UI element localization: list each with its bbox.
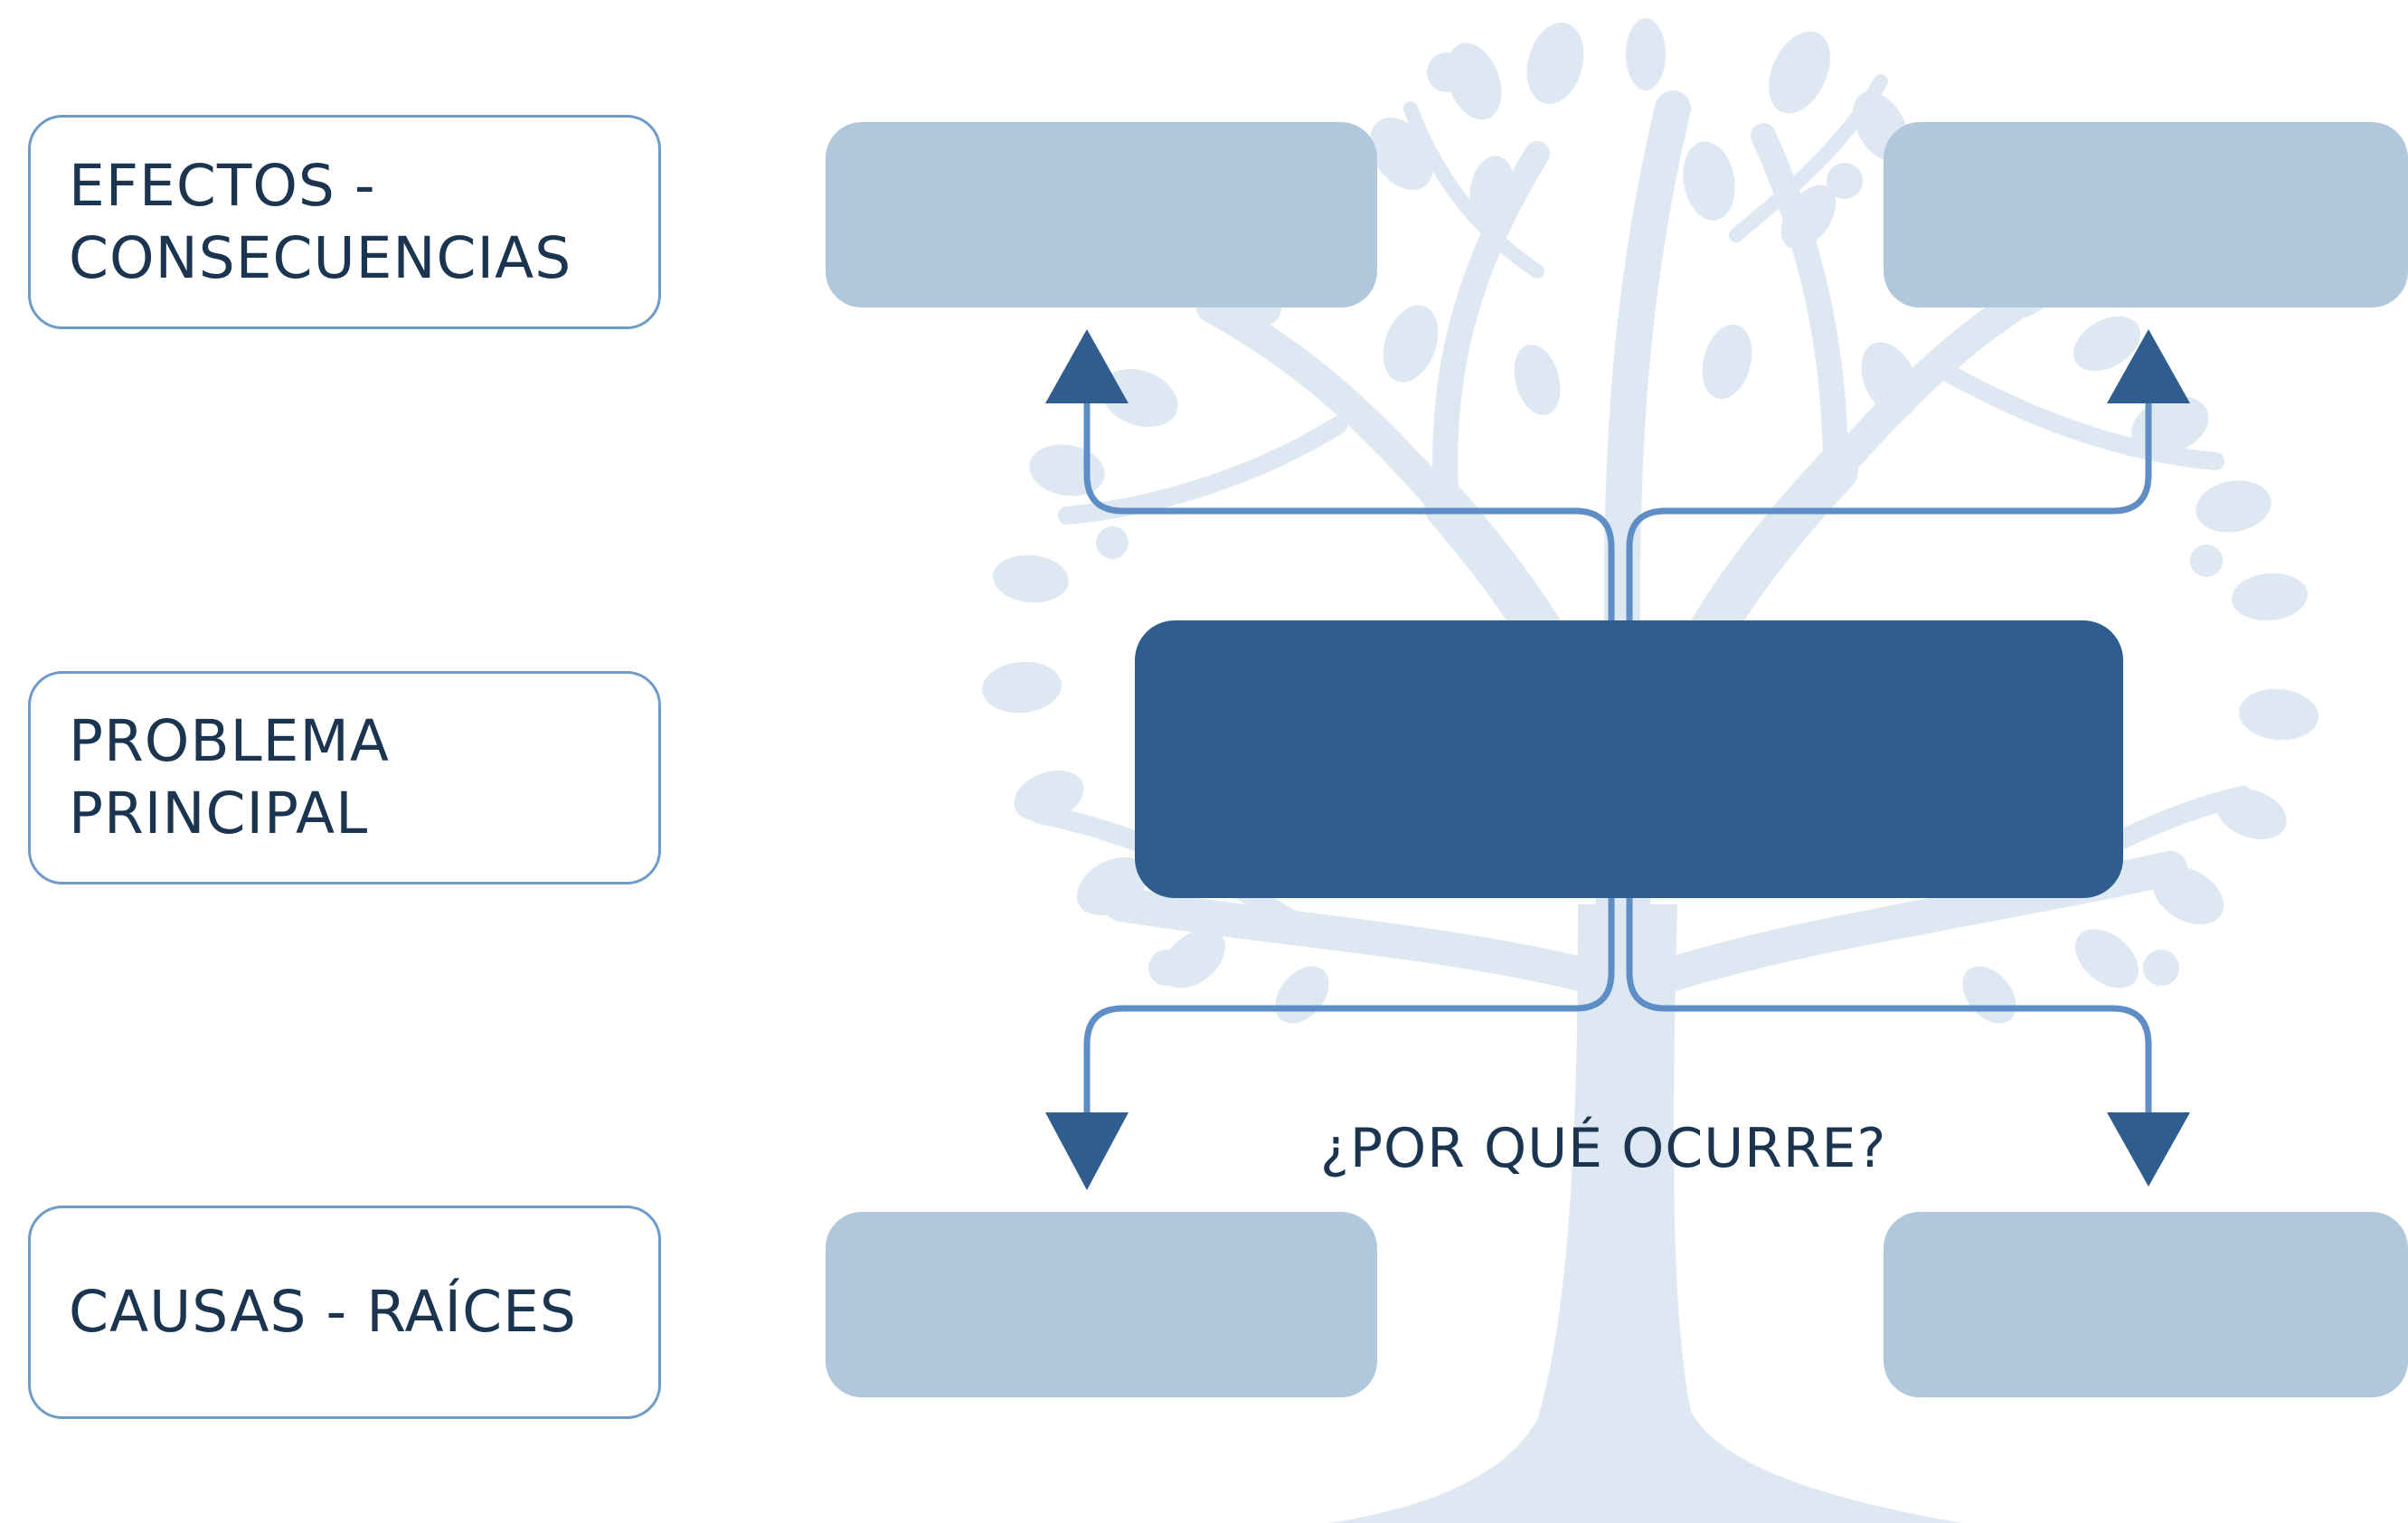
label-effects: EFECTOS - CONSECUENCIAS bbox=[28, 115, 661, 329]
connector-effect-left bbox=[1083, 398, 1615, 624]
arrowhead-down-right bbox=[2107, 1112, 2190, 1187]
label-causes-line1: CAUSAS - RAÍCES bbox=[69, 1279, 577, 1345]
connector-cause-left bbox=[1083, 895, 1615, 1117]
arrowhead-up-left bbox=[1045, 329, 1128, 403]
label-problem-line2: PRINCIPAL bbox=[69, 780, 369, 847]
label-causes: CAUSAS - RAÍCES bbox=[28, 1206, 661, 1419]
label-problem-line1: PROBLEMA bbox=[69, 708, 390, 774]
label-effects-line1: EFECTOS - bbox=[69, 152, 376, 219]
cause-box-right[interactable] bbox=[1884, 1212, 2408, 1397]
connector-cause-right bbox=[1626, 895, 2152, 1117]
effect-box-right[interactable] bbox=[1884, 122, 2408, 307]
arrowhead-up-right bbox=[2107, 329, 2190, 403]
arrowhead-down-left bbox=[1045, 1112, 1128, 1190]
connector-effect-right bbox=[1626, 398, 2152, 624]
label-problem: PROBLEMA PRINCIPAL bbox=[28, 671, 661, 884]
effect-box-left[interactable] bbox=[826, 122, 1377, 307]
why-question-text: ¿POR QUÉ OCURRE? bbox=[1320, 1117, 1887, 1180]
cause-box-left[interactable] bbox=[826, 1212, 1377, 1397]
label-effects-line2: CONSECUENCIAS bbox=[69, 224, 572, 291]
main-problem-box[interactable] bbox=[1135, 620, 2123, 898]
